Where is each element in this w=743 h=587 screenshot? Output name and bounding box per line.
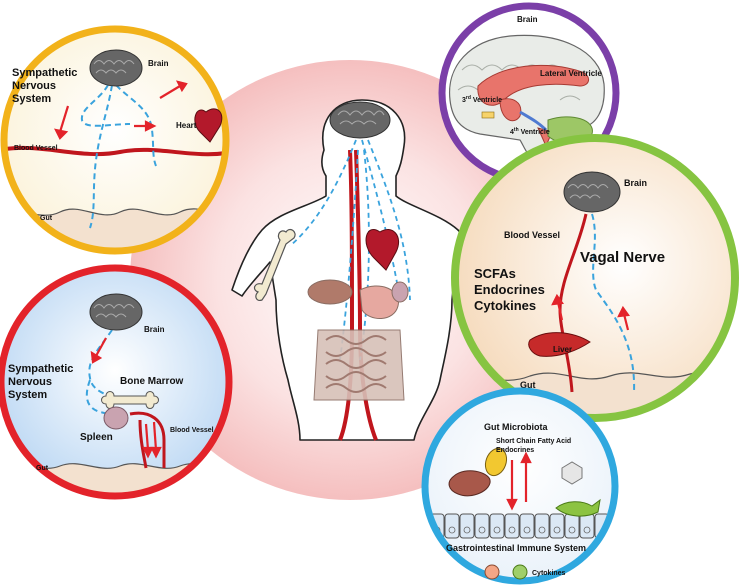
body-organs (307, 279, 409, 401)
third-ventricle (499, 98, 522, 122)
blood-vessel-label: Blood Vessel (170, 427, 214, 434)
microbiota-title: Gut Microbiota (484, 422, 548, 432)
heart-icon (194, 108, 223, 143)
blood-vessel (4, 145, 226, 157)
liver (307, 279, 353, 305)
fourth-ventricle-label: 4th Ventricle (510, 127, 550, 136)
factor-endocrines: Endocrines (474, 282, 545, 297)
body-brain (329, 101, 391, 139)
spleen-body (391, 281, 409, 303)
immune-cell-icon (555, 498, 601, 517)
body-heart (365, 229, 400, 271)
cytokine-cell-orange (484, 564, 500, 580)
liver-icon (528, 332, 591, 357)
aqueduct (519, 110, 548, 132)
factor-scfas: SCFAs (474, 266, 516, 281)
yellow-bacterium-icon (484, 447, 508, 477)
direction-arrows (506, 451, 532, 511)
vagal-nerve-label: Vagal Nerve (580, 249, 665, 266)
large-intestine (313, 329, 405, 401)
blood-vessel-label: Blood Vessel (14, 145, 58, 152)
fourth-ventricle-word: Ventricle (519, 129, 550, 136)
system-label-line2: Nervous (8, 376, 52, 388)
body-vessel (338, 149, 378, 441)
cytokine-cell-green (512, 564, 528, 580)
brain-icon (89, 49, 143, 87)
third-ventricle-label: 3rd Ventricle (462, 95, 502, 104)
brain-label: Brain (148, 59, 169, 68)
blood-vessel (129, 411, 166, 469)
vagal-nerve-path (591, 213, 636, 393)
direction-arrows (90, 337, 162, 459)
human-body (231, 99, 493, 441)
epithelial-cells (429, 513, 610, 539)
body-outline (231, 99, 493, 441)
hexagon-molecule-icon (561, 461, 583, 485)
panel-gut-microbiota: Gut Microbiota Short Chain Fatty Acid En… (421, 387, 619, 585)
panel-vagal-nerve: Brain Blood Vessel Vagal Nerve SCFAs End… (451, 134, 739, 422)
spleen-label: Spleen (80, 432, 113, 443)
lateral-ventricle (477, 64, 589, 106)
gut-label: Gut (36, 465, 49, 472)
third-ventricle-word: Ventricle (471, 97, 502, 104)
system-label-line2: Nervous (12, 80, 56, 92)
factor-cytokines: Cytokines (474, 298, 536, 313)
bone-marrow-label: Bone Marrow (120, 376, 184, 387)
gut-label: Gut (520, 380, 536, 390)
brain-label: Brain (624, 178, 647, 188)
brain-icon (89, 293, 143, 331)
ventricle-tag-1 (481, 111, 495, 119)
system-label-line3: System (12, 93, 51, 105)
brain-panel-title: Brain (517, 15, 538, 24)
sympathetic-nerves (80, 84, 157, 229)
scfa-label: Short Chain Fatty Acid (496, 438, 571, 445)
lateral-ventricle-label: Lateral Ventricle (540, 69, 602, 78)
system-label-line1: Sympathetic (12, 67, 77, 79)
liver-label: Liver (553, 345, 572, 354)
panel-bone-marrow: Brain Sympathetic Nervous System Bone Ma… (0, 264, 233, 500)
system-label-line1: Sympathetic (8, 363, 73, 375)
rod-bacterium-icon (448, 470, 491, 497)
direction-arrows (54, 80, 188, 140)
brain-icon (563, 171, 621, 213)
brain-label: Brain (144, 325, 165, 334)
bone-icon (101, 391, 159, 409)
fourth-ventricle-sup: th (514, 127, 519, 133)
endocrines-label: Endocrines (496, 447, 534, 454)
heart-label: Heart (176, 121, 197, 130)
stomach (359, 285, 399, 319)
third-ventricle-sup: rd (466, 95, 471, 101)
small-intestine (325, 335, 387, 393)
third-ventricle-num: 3 (462, 97, 466, 104)
direction-arrows (551, 293, 630, 331)
arm-bone (253, 228, 296, 301)
system-label-line3: System (8, 389, 47, 401)
cytokines-label: Cytokines (532, 570, 566, 577)
blood-vessel-label: Blood Vessel (504, 230, 560, 240)
spleen-icon (103, 406, 129, 430)
gi-immune-label: Gastrointestinal Immune System (446, 543, 586, 553)
fourth-ventricle-num: 4 (510, 129, 514, 136)
gut-label: Gut (40, 215, 53, 222)
